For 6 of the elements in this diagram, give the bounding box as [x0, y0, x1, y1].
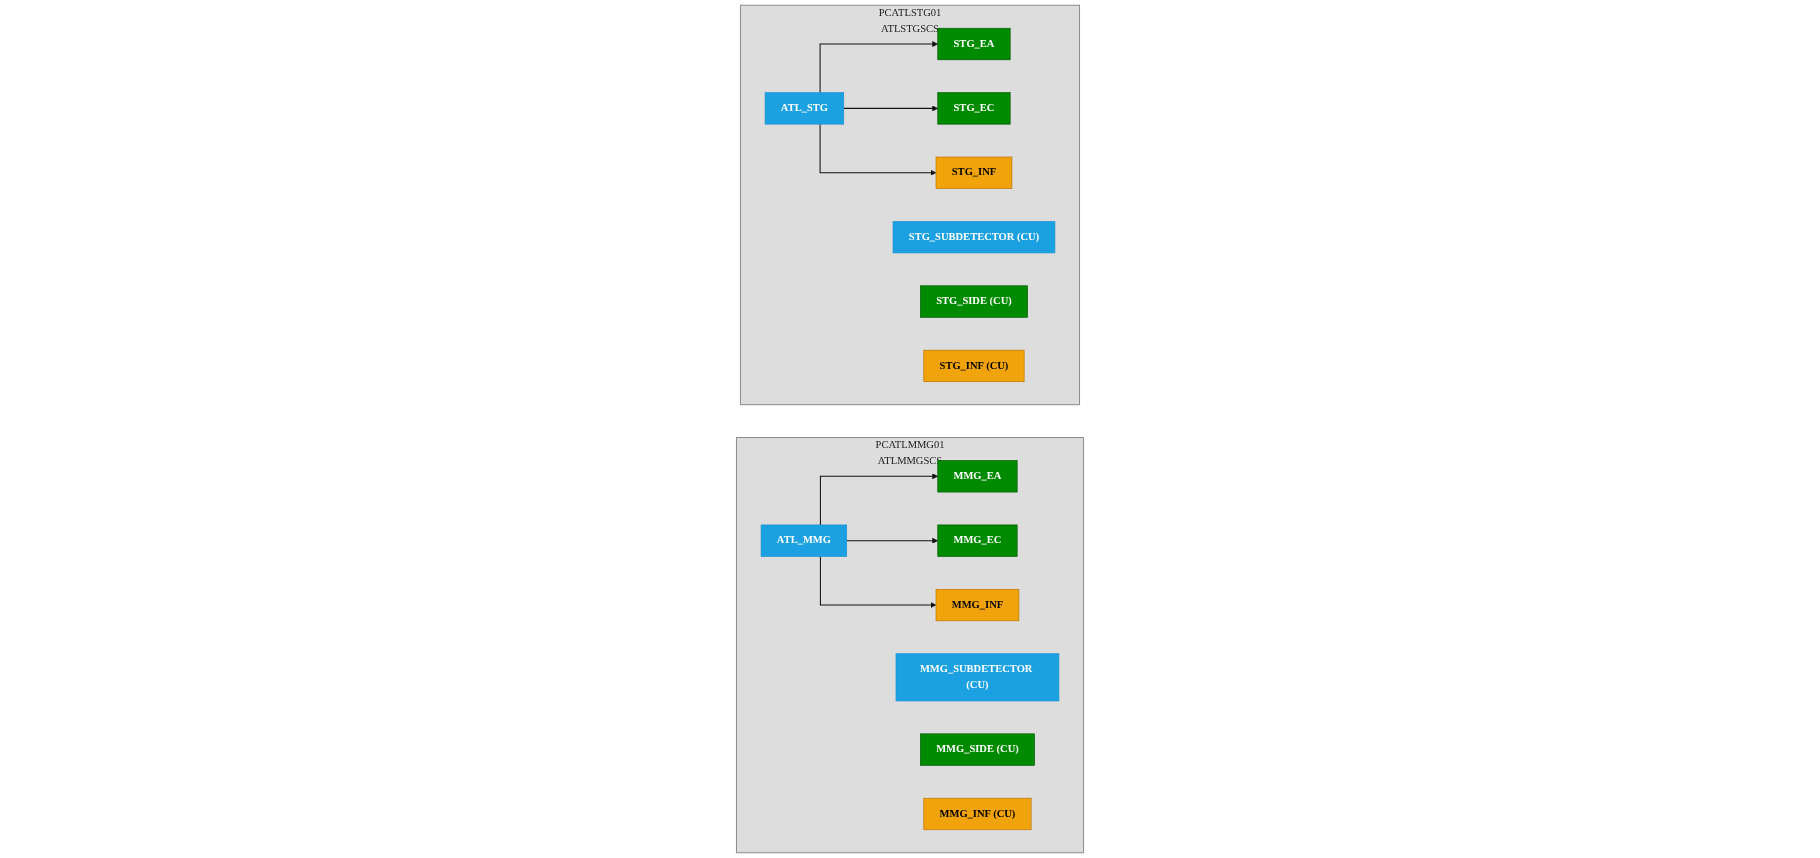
arrow [819, 41, 938, 94]
arrow [819, 473, 938, 526]
arrow [819, 555, 937, 608]
arrow [846, 537, 938, 544]
arrow [843, 105, 938, 112]
arrow [819, 123, 937, 176]
